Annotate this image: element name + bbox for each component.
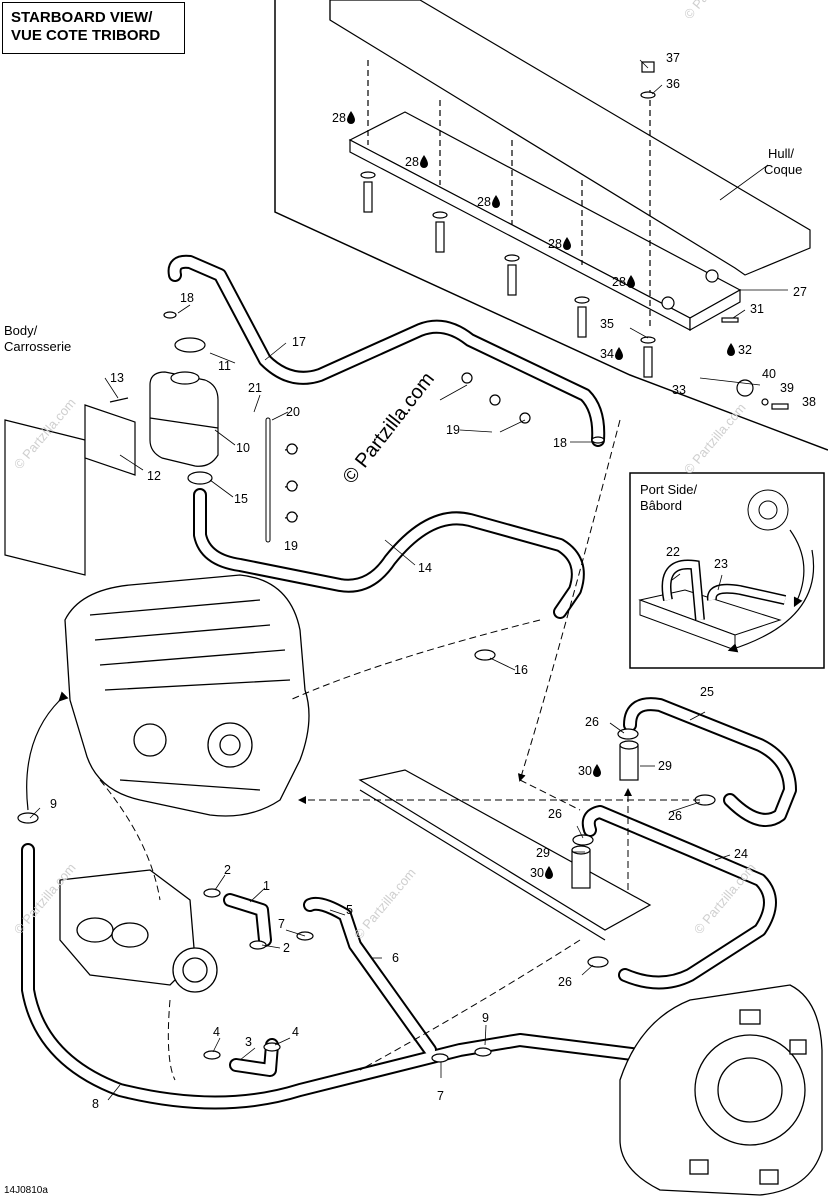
callout-28: 28 — [548, 237, 562, 251]
body-label-line1: Body/ — [4, 323, 38, 338]
callout-18: 18 — [553, 436, 567, 450]
rail-bolts — [360, 60, 789, 410]
callout-20: 20 — [286, 405, 300, 419]
callout-4: 4 — [292, 1025, 299, 1039]
engine-block — [64, 574, 310, 817]
coolant-tank — [149, 337, 219, 467]
watermark-mark: © Partzilla.com — [681, 0, 749, 22]
hull-slab — [329, 0, 811, 276]
callout-27: 27 — [793, 285, 807, 299]
callout-30: 30 — [530, 866, 544, 880]
callout-29: 29 — [536, 846, 550, 860]
callout-26: 26 — [585, 715, 599, 729]
watermark-mark: © Partzilla.com — [351, 865, 419, 942]
lower-rail-plate — [358, 769, 652, 941]
callout-8: 8 — [92, 1097, 99, 1111]
callout-30: 30 — [578, 764, 592, 778]
callout-16: 16 — [514, 663, 528, 677]
callout-26: 26 — [558, 975, 572, 989]
view-title-line2: VUE COTE TRIBORD — [11, 27, 161, 44]
callout-36: 36 — [666, 77, 680, 91]
callout-21: 21 — [248, 381, 262, 395]
callout-26: 26 — [548, 807, 562, 821]
callout-12: 12 — [147, 469, 161, 483]
callout-31: 31 — [750, 302, 764, 316]
flow-lines — [99, 419, 700, 1081]
callout-25: 25 — [700, 685, 714, 699]
callout-28: 28 — [405, 155, 419, 169]
callout-1: 1 — [263, 879, 270, 893]
callout-19: 19 — [284, 539, 298, 553]
jet-pump-housing — [619, 984, 823, 1196]
callout-34: 34 — [600, 347, 614, 361]
callout-13: 13 — [110, 371, 124, 385]
callout-15: 15 — [234, 492, 248, 506]
callout-11: 11 — [218, 359, 231, 373]
view-title-box: STARBOARD VIEW/ VUE COTE TRIBORD — [2, 2, 185, 54]
callout-2: 2 — [224, 863, 231, 877]
figure-code: 14J0810a — [4, 1185, 48, 1196]
callout-10: 10 — [236, 441, 250, 455]
callout-7: 7 — [278, 917, 285, 931]
callout-5: 5 — [346, 903, 353, 917]
callout-28: 28 — [477, 195, 491, 209]
port-label-line2: Bâbord — [640, 498, 682, 513]
part-callouts: 37 36 28 28 28 28 28 27 31 32 35 34 33 4… — [50, 51, 816, 1111]
callout-14: 14 — [418, 561, 432, 575]
callout-35: 35 — [600, 317, 614, 331]
callout-22: 22 — [666, 545, 680, 559]
callout-3: 3 — [245, 1035, 252, 1049]
callout-4: 4 — [213, 1025, 220, 1039]
watermark-main: © Partzilla.com — [339, 368, 439, 488]
drop-icons — [347, 111, 735, 879]
callout-2: 2 — [283, 941, 290, 955]
watermark-mark: © Partzilla.com — [681, 400, 749, 477]
exhaust-manifold — [59, 869, 218, 993]
body-panel — [4, 397, 136, 576]
callout-39: 39 — [780, 381, 794, 395]
hull-label-line1: Hull/ — [768, 146, 794, 161]
callout-9: 9 — [482, 1011, 489, 1025]
callout-29: 29 — [658, 759, 672, 773]
area-labels: Hull/ Coque Body/ Carrosserie Port Side/… — [4, 146, 802, 513]
fittings — [571, 740, 639, 889]
mounting-rail — [348, 111, 742, 332]
hull-area-frame — [274, 0, 828, 451]
callout-28: 28 — [612, 275, 626, 289]
port-side-inset — [629, 472, 825, 669]
callout-18: 18 — [180, 291, 194, 305]
view-title-line1: STARBOARD VIEW/ — [11, 9, 153, 26]
callout-40: 40 — [762, 367, 776, 381]
callout-28: 28 — [332, 111, 346, 125]
hull-label-line2: Coque — [764, 162, 802, 177]
leader-lines — [29, 59, 788, 1101]
callout-32: 32 — [738, 343, 752, 357]
callout-37: 37 — [666, 51, 680, 65]
callout-7: 7 — [437, 1089, 444, 1103]
callout-38: 38 — [802, 395, 816, 409]
hose-clamps — [17, 311, 716, 1063]
callout-17: 17 — [292, 335, 306, 349]
port-label-line1: Port Side/ — [640, 482, 697, 497]
body-label-line2: Carrosserie — [4, 339, 71, 354]
callout-26: 26 — [668, 809, 682, 823]
engine-loop-arrow — [26, 691, 69, 811]
callout-24: 24 — [734, 847, 748, 861]
callout-9: 9 — [50, 797, 57, 811]
callout-6: 6 — [392, 951, 399, 965]
callout-33: 33 — [672, 383, 686, 397]
callout-19: 19 — [446, 423, 460, 437]
callout-23: 23 — [714, 557, 728, 571]
